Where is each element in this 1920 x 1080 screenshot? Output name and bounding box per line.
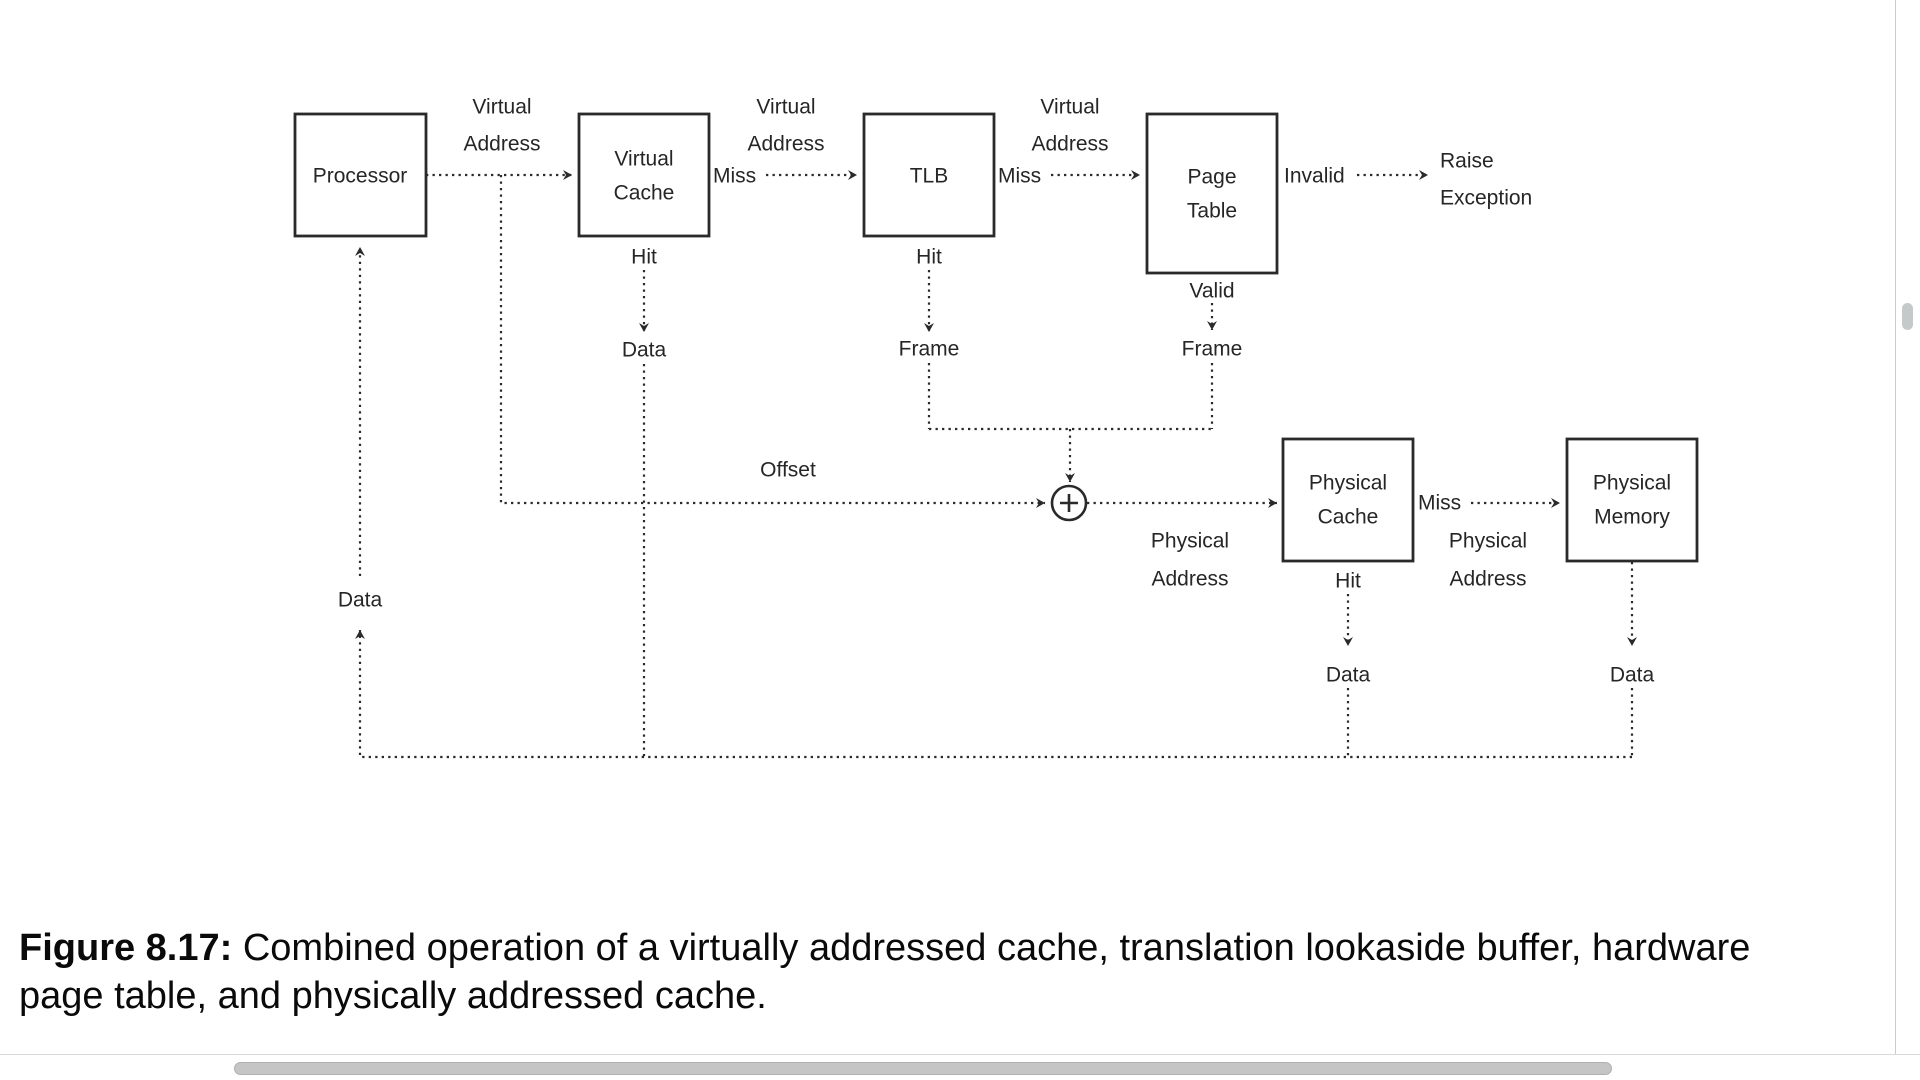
label-hit-tlb: Hit	[916, 246, 942, 269]
box-tlb-label: TLB	[910, 165, 949, 188]
content-right-border	[1895, 0, 1896, 1055]
caption-line2-text: page table, and physically addressed cac…	[19, 975, 767, 1017]
edge-data-bus-bottom	[355, 630, 1632, 759]
box-processor-rect	[293, 112, 428, 238]
label-raise-exception-line2: Exception	[1440, 187, 1532, 210]
label-virtual-address-3-line1: Virtual	[1040, 96, 1099, 119]
figure-caption: Figure 8.17: Combined operation of a vir…	[19, 924, 1909, 1020]
label-frame-page-table: Frame	[1182, 338, 1243, 361]
box-page-table-label-2: Table	[1187, 200, 1237, 223]
adder-icon	[1050, 484, 1088, 522]
label-raise-exception-line1: Raise	[1440, 150, 1494, 173]
caption-figure-number: Figure 8.17:	[19, 927, 233, 969]
box-virtual-cache-rect	[577, 112, 711, 238]
caption-line-2: page table, and physically addressed cac…	[19, 972, 1909, 1020]
label-physical-address-1-line1: Physical	[1151, 530, 1229, 553]
vertical-scrollbar-thumb[interactable]	[1902, 303, 1913, 330]
box-physical-memory: Physical Memory	[1565, 437, 1699, 563]
label-miss-physical-cache: Miss	[1418, 492, 1461, 515]
label-data-physical-cache: Data	[1326, 664, 1371, 687]
label-virtual-address-2-line2: Address	[747, 133, 824, 156]
horizontal-scrollbar-thumb[interactable]	[234, 1062, 1612, 1075]
label-physical-address-1-line2: Address	[1151, 568, 1228, 591]
label-data-physical-memory: Data	[1610, 664, 1655, 687]
label-miss-tlb: Miss	[998, 165, 1041, 188]
box-processor: Processor	[293, 112, 428, 238]
label-data-virtual-cache: Data	[622, 339, 667, 362]
caption-line-1: Figure 8.17: Combined operation of a vir…	[19, 924, 1909, 972]
edge-virtual-address-offset-branch	[499, 175, 1045, 508]
box-virtual-cache-label-1: Virtual	[614, 148, 673, 171]
label-hit-physical-cache: Hit	[1335, 570, 1361, 593]
figure-diagram: Processor Virtual Cache TLB Page Table P…	[293, 96, 1699, 759]
box-physical-cache-rect	[1281, 437, 1415, 563]
box-page-table: Page Table	[1145, 112, 1279, 275]
label-virtual-address-1-line2: Address	[463, 133, 540, 156]
label-miss-virtual-cache: Miss	[713, 165, 756, 188]
label-hit-virtual-cache: Hit	[631, 246, 657, 269]
box-virtual-cache: Virtual Cache	[577, 112, 711, 238]
box-processor-label: Processor	[313, 165, 408, 188]
label-virtual-address-2-line1: Virtual	[756, 96, 815, 119]
box-physical-cache-label-2: Cache	[1318, 506, 1379, 529]
box-page-table-rect	[1145, 112, 1279, 275]
label-physical-address-2-line1: Physical	[1449, 530, 1527, 553]
box-physical-memory-label-1: Physical	[1593, 472, 1671, 495]
box-page-table-label-1: Page	[1187, 166, 1236, 189]
caption-line1-text: Combined operation of a virtually addres…	[232, 927, 1751, 969]
box-tlb: TLB	[862, 112, 996, 238]
label-virtual-address-3-line2: Address	[1031, 133, 1108, 156]
label-physical-address-2-line2: Address	[1449, 568, 1526, 591]
bottom-separator	[0, 1054, 1920, 1055]
box-physical-memory-label-2: Memory	[1594, 506, 1670, 529]
label-offset: Offset	[760, 459, 816, 482]
label-invalid: Invalid	[1284, 165, 1345, 188]
label-valid-page-table: Valid	[1189, 280, 1234, 303]
box-virtual-cache-label-2: Cache	[614, 182, 675, 205]
box-tlb-rect	[862, 112, 996, 238]
label-data-processor: Data	[338, 589, 383, 612]
box-physical-cache-label-1: Physical	[1309, 472, 1387, 495]
box-physical-memory-rect	[1565, 437, 1699, 563]
label-frame-tlb: Frame	[899, 338, 960, 361]
label-virtual-address-1-line1: Virtual	[472, 96, 531, 119]
box-physical-cache: Physical Cache	[1281, 437, 1415, 563]
